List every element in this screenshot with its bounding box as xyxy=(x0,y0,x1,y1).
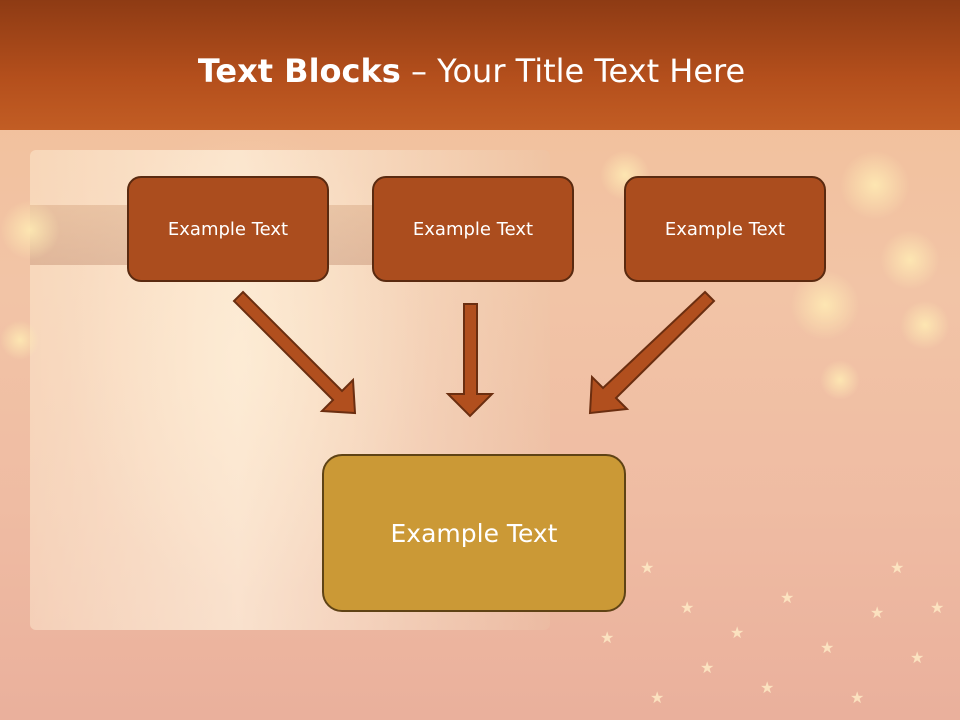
bokeh-light xyxy=(0,200,60,260)
star-confetti-icon: ★ xyxy=(650,688,665,707)
target-text-block[interactable]: Example Text xyxy=(322,454,626,612)
star-confetti-icon: ★ xyxy=(850,688,865,707)
star-confetti-icon: ★ xyxy=(930,598,945,617)
title-bar xyxy=(0,0,960,130)
bokeh-light xyxy=(900,300,950,350)
star-confetti-icon: ★ xyxy=(640,558,655,577)
star-confetti-icon: ★ xyxy=(600,628,615,647)
bokeh-light xyxy=(820,360,860,400)
star-confetti-icon: ★ xyxy=(780,588,795,607)
bokeh-light xyxy=(0,320,40,360)
text-block-1-label: Example Text xyxy=(167,218,289,240)
bokeh-light xyxy=(840,150,910,220)
slide-title: Text Blocks – Your Title Text Here xyxy=(0,52,943,90)
star-confetti-icon: ★ xyxy=(730,623,745,642)
star-confetti-icon: ★ xyxy=(760,678,775,697)
target-text-block-label: Example Text xyxy=(390,518,558,548)
star-confetti-icon: ★ xyxy=(890,558,905,577)
slide-title-rest: – Your Title Text Here xyxy=(400,52,746,90)
star-confetti-icon: ★ xyxy=(870,603,885,622)
arrow-right-diagonal xyxy=(588,290,716,415)
text-block-2-label: Example Text xyxy=(412,218,534,240)
arrow-left-diagonal xyxy=(232,290,357,415)
arrow-center-down xyxy=(445,303,495,418)
slide-title-bold: Text Blocks xyxy=(197,52,401,90)
text-block-3-label: Example Text xyxy=(664,218,786,240)
star-confetti-icon: ★ xyxy=(910,648,925,667)
text-block-1[interactable]: Example Text xyxy=(127,176,329,282)
star-confetti-icon: ★ xyxy=(820,638,835,657)
star-confetti-icon: ★ xyxy=(680,598,695,617)
star-confetti-icon: ★ xyxy=(700,658,715,677)
text-block-3[interactable]: Example Text xyxy=(624,176,826,282)
bokeh-light xyxy=(880,230,940,290)
text-block-2[interactable]: Example Text xyxy=(372,176,574,282)
